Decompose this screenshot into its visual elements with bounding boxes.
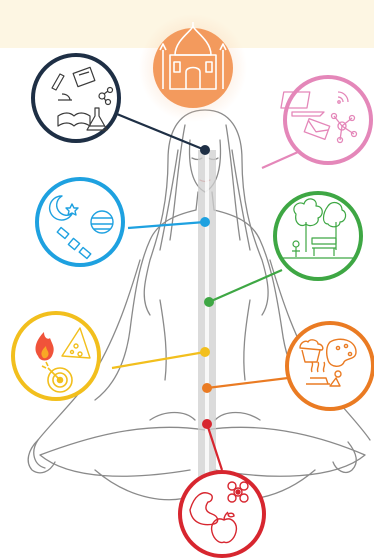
root-node bbox=[180, 472, 264, 556]
dot-sacral bbox=[202, 383, 212, 393]
heart-node bbox=[275, 193, 361, 279]
crown-node bbox=[139, 14, 247, 122]
connector-solar bbox=[112, 352, 205, 368]
dot-solar bbox=[200, 347, 210, 357]
upper-blue-node bbox=[37, 179, 123, 265]
dot-root bbox=[202, 419, 212, 429]
throat-node bbox=[281, 77, 371, 163]
dot-third-eye bbox=[200, 145, 210, 155]
solar-node bbox=[13, 313, 99, 399]
sacral-node bbox=[287, 323, 373, 409]
connector-sacral bbox=[207, 378, 288, 388]
dot-upper-blue bbox=[200, 217, 210, 227]
connector-upper-blue bbox=[128, 222, 205, 228]
third-eye-node bbox=[33, 55, 119, 141]
connector-throat bbox=[262, 152, 298, 168]
dot-heart bbox=[204, 297, 214, 307]
connector-heart bbox=[209, 270, 282, 302]
